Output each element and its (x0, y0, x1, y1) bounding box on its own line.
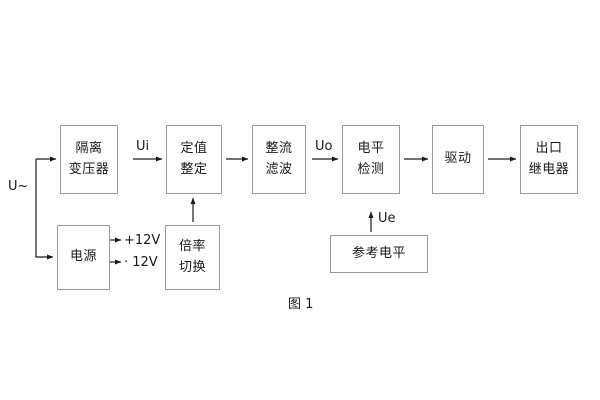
block-label-line: 整流 (265, 141, 293, 157)
block-power-supply: 电源 (57, 225, 110, 290)
figure-caption: 图 1 (288, 297, 314, 312)
block-level-detection: 电平检测 (342, 125, 400, 194)
block-label-line: 变压器 (68, 161, 110, 177)
label-rail-pos-12v: +12V (124, 233, 161, 248)
block-ratio-switch: 倍率切换 (165, 225, 220, 290)
wire-input-branch-to-supply (35, 159, 54, 260)
block-label-line: 电源 (69, 249, 97, 265)
label-signal-uo: Uo (315, 139, 333, 154)
block-output-relay: 出口继电器 (520, 125, 578, 194)
block-label-line: 驱动 (444, 151, 472, 167)
block-drive: 驱动 (432, 125, 484, 194)
block-label-line: 倍率 (178, 239, 206, 255)
block-reference-level: 参考电平 (330, 235, 428, 273)
block-label-line: 隔离 (75, 141, 103, 157)
label-rail-neg-12v: · 12V (124, 255, 158, 270)
block-label-line: 继电器 (528, 161, 570, 177)
block-label-line: 检测 (357, 161, 385, 177)
block-label-line: 定值 (180, 141, 208, 157)
block-label-line: 电平 (357, 141, 385, 157)
block-label-line: 滤波 (265, 161, 293, 177)
label-signal-ui: Ui (136, 139, 150, 154)
label-input-voltage: U~ (8, 179, 29, 194)
block-label-line: 参考电平 (351, 245, 406, 261)
block-label-line: 整定 (180, 161, 208, 177)
block-setting-value: 定值整定 (166, 125, 222, 194)
block-rectify-filter: 整流滤波 (252, 125, 306, 194)
block-label-line: 切换 (178, 259, 206, 275)
block-label-line: 出口 (535, 141, 563, 157)
block-isolation-transformer: 隔离变压器 (60, 125, 118, 194)
label-signal-ue: Ue (378, 211, 396, 226)
